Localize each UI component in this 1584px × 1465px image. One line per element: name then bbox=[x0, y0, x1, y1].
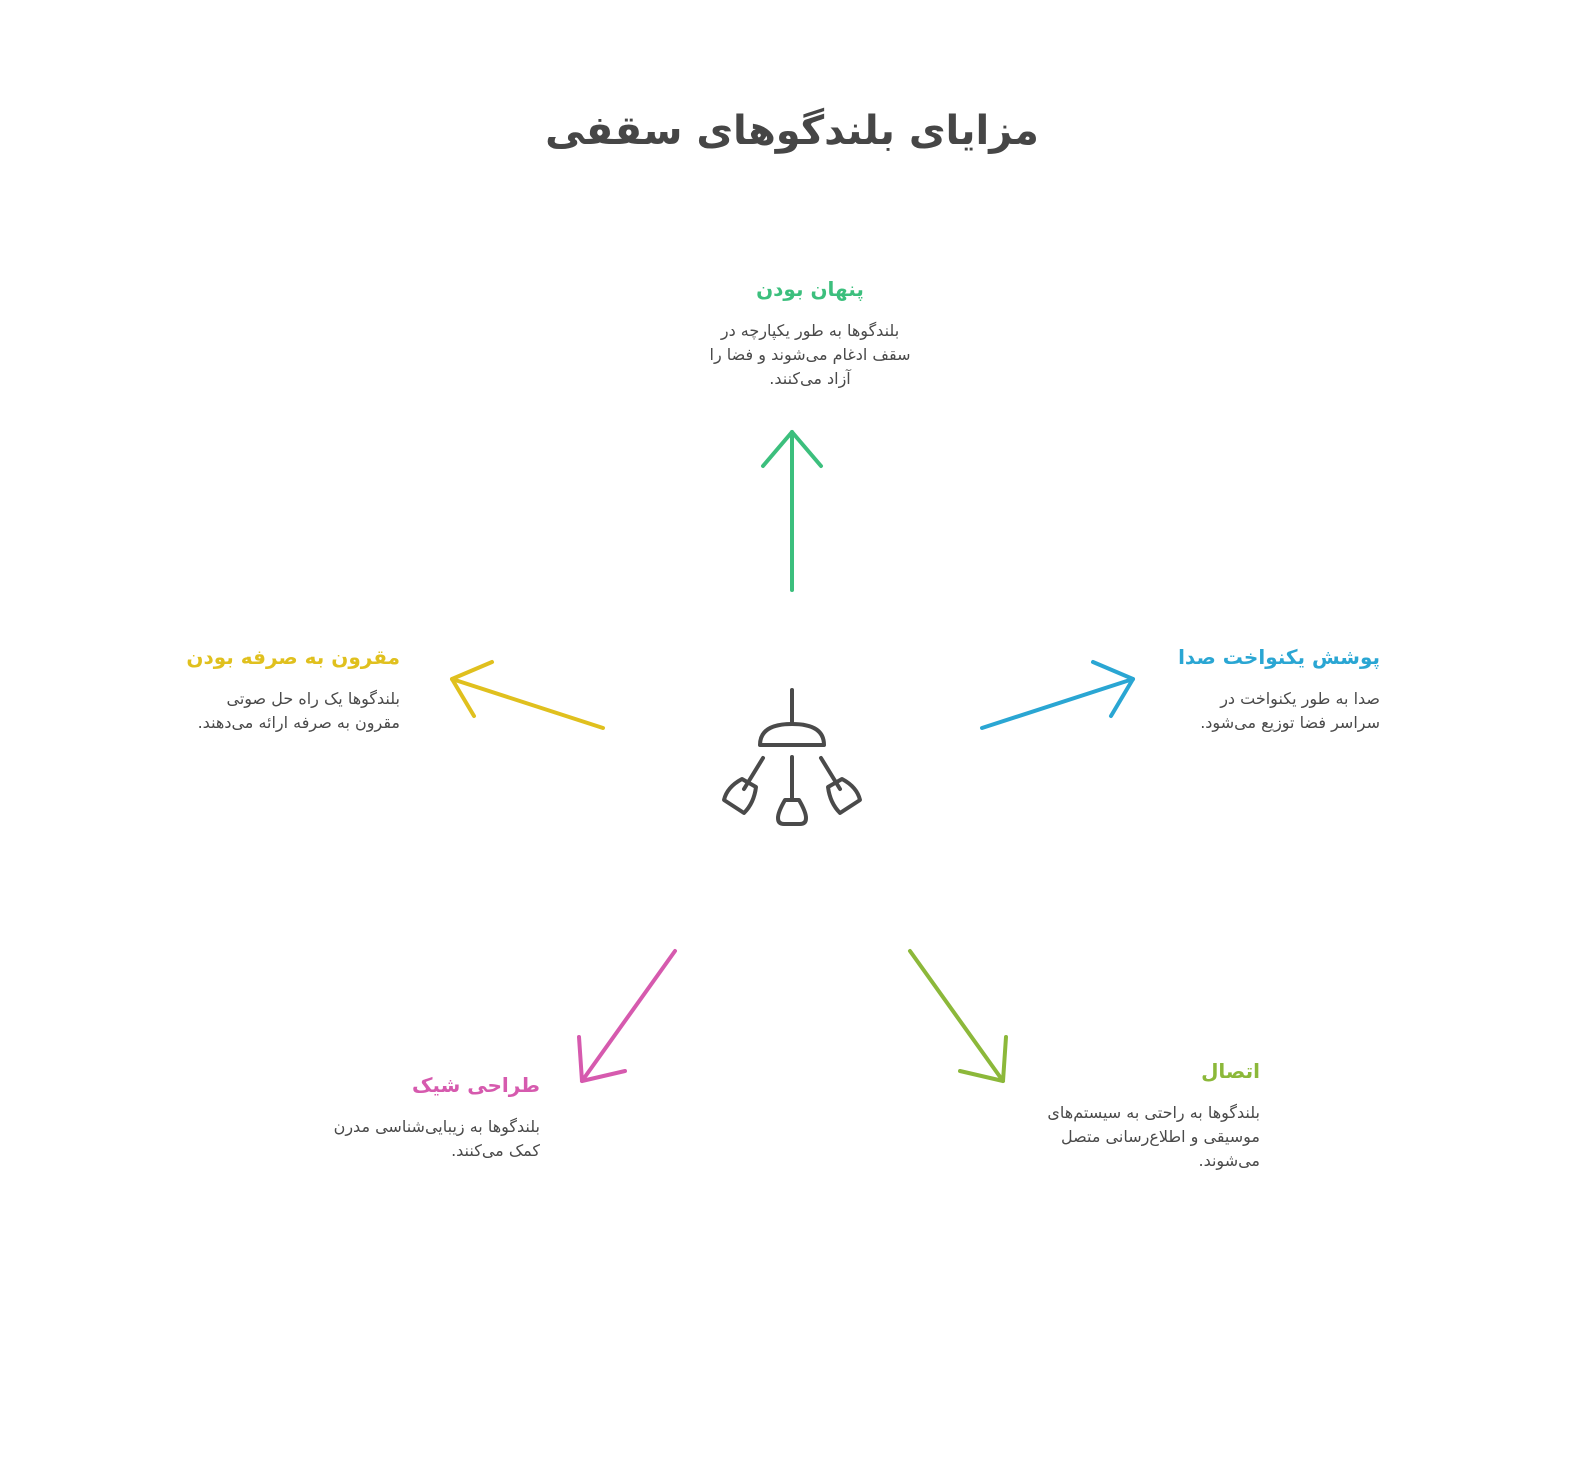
arrow-cost bbox=[450, 660, 605, 730]
benefit-connect-title: اتصال bbox=[1201, 1059, 1260, 1083]
arrow-hidden bbox=[761, 430, 823, 592]
benefit-connect: اتصال بلندگوها به راحتی به سیستم‌های موس… bbox=[1040, 1057, 1260, 1173]
benefit-hidden-description: بلندگوها به طور یکپارچه در سقف ادغام می‌… bbox=[709, 321, 911, 388]
benefit-connect-description: بلندگوها به راحتی به سیستم‌های موسیقی و … bbox=[1047, 1103, 1260, 1170]
benefit-cost: مقرون به صرفه بودن بلندگوها یک راه حل صو… bbox=[186, 643, 400, 735]
benefit-coverage-description: صدا به طور یکنواخت در سراسر فضا توزیع می… bbox=[1200, 689, 1380, 732]
arrow-connect bbox=[908, 949, 1008, 1083]
benefit-cost-description: بلندگوها یک راه حل صوتی مقرون به صرفه ار… bbox=[197, 689, 400, 732]
benefit-design-title: طراحی شیک bbox=[411, 1073, 540, 1097]
benefit-cost-title: مقرون به صرفه بودن bbox=[186, 645, 400, 669]
benefit-hidden-title: پنهان بودن bbox=[756, 277, 864, 301]
ceiling-speaker-icon bbox=[722, 688, 862, 826]
benefit-design-description: بلندگوها به زیبایی‌شناسی مدرن کمک می‌کنن… bbox=[333, 1117, 540, 1160]
diagram-title: مزایای بلندگوهای سقفی bbox=[545, 108, 1039, 154]
benefit-coverage: پوشش یکنواخت صدا صدا به طور یکنواخت در س… bbox=[1178, 643, 1380, 735]
benefit-design: طراحی شیک بلندگوها به زیبایی‌شناسی مدرن … bbox=[330, 1071, 540, 1163]
benefit-coverage-title: پوشش یکنواخت صدا bbox=[1178, 645, 1380, 669]
benefit-hidden: پنهان بودن بلندگوها به طور یکپارچه در سق… bbox=[705, 275, 915, 391]
arrow-coverage bbox=[980, 660, 1135, 730]
arrow-design bbox=[577, 949, 677, 1083]
